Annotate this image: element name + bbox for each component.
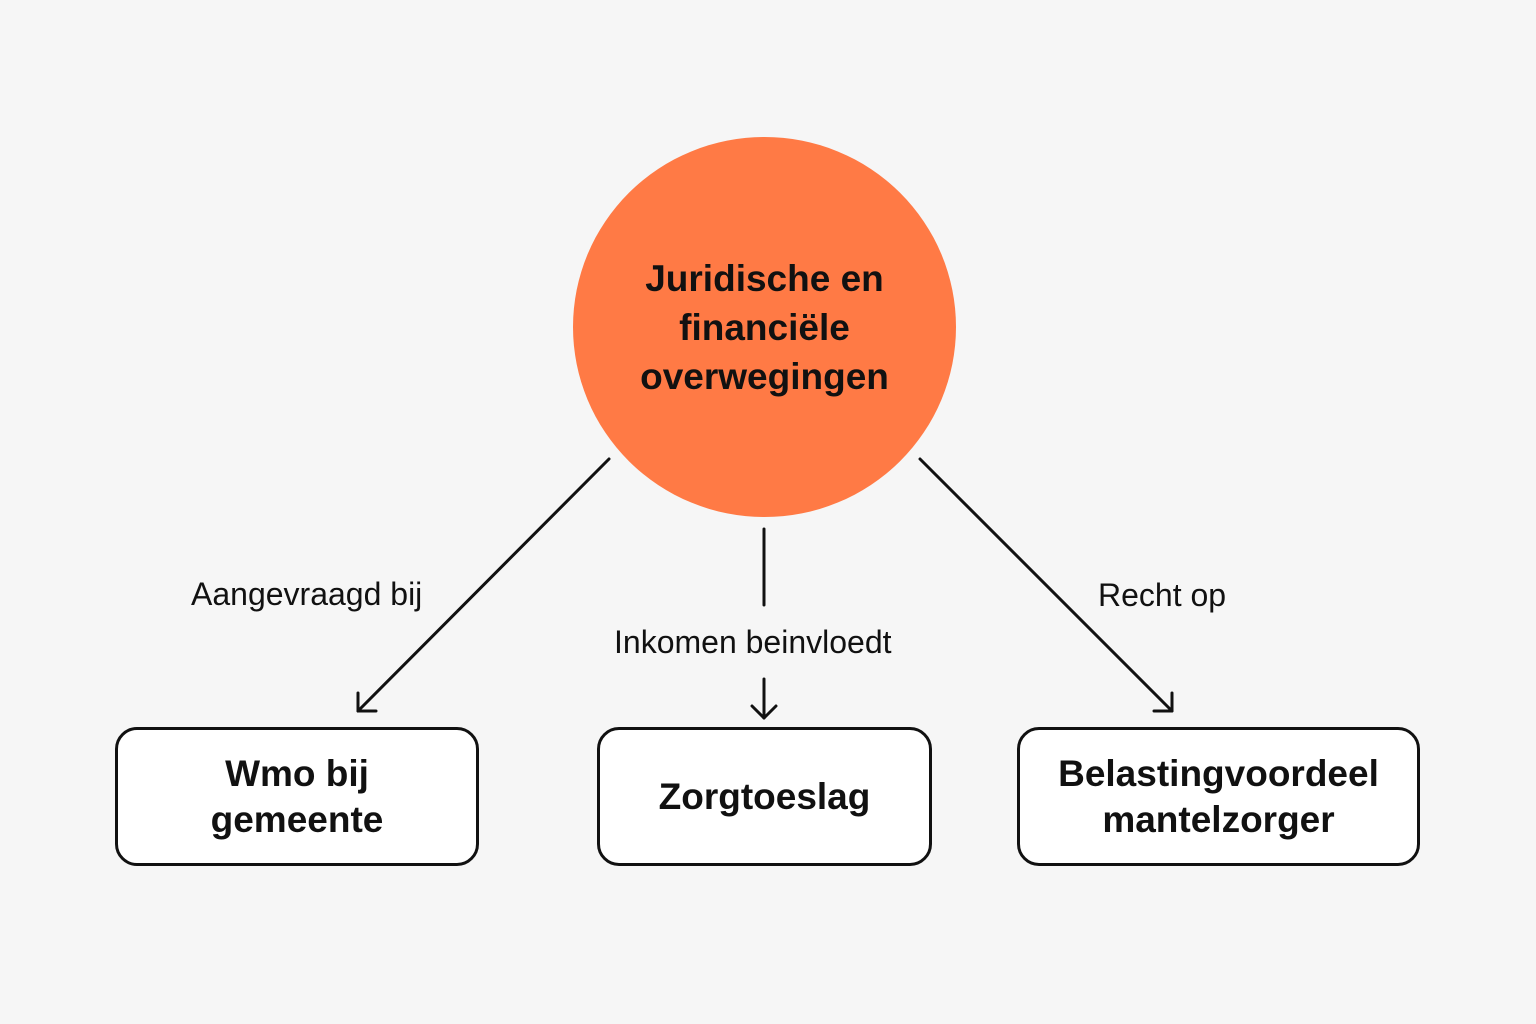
edge-label-inkomen: Inkomen beinvloedt: [614, 624, 892, 660]
edge-label-recht: Recht op: [1098, 577, 1227, 613]
arrowhead-zorgtoeslag-icon: [750, 704, 778, 720]
arrowhead-wmo-icon: [356, 691, 378, 713]
node-belasting-box: Belastingvoordeel mantelzorger: [1017, 727, 1420, 866]
arrowhead-belasting-icon: [1152, 691, 1174, 713]
node-zorgtoeslag-label: Zorgtoeslag: [658, 775, 871, 817]
edge-label-aangevraagd: Aangevraagd bij: [191, 576, 423, 612]
central-topic-label: Juridische en financiële overwegingen: [640, 257, 889, 397]
edge-line-wmo: [356, 457, 611, 713]
node-wmo-label: Wmo bij gemeente: [210, 752, 384, 840]
node-zorgtoeslag-box: Zorgtoeslag: [597, 727, 932, 866]
node-wmo-box: Wmo bij gemeente: [115, 727, 479, 866]
central-topic-circle: Juridische en financiële overwegingen: [573, 137, 956, 517]
node-belasting-label: Belastingvoordeel mantelzorger: [1058, 752, 1379, 840]
edge-line-belasting: [918, 457, 1174, 713]
